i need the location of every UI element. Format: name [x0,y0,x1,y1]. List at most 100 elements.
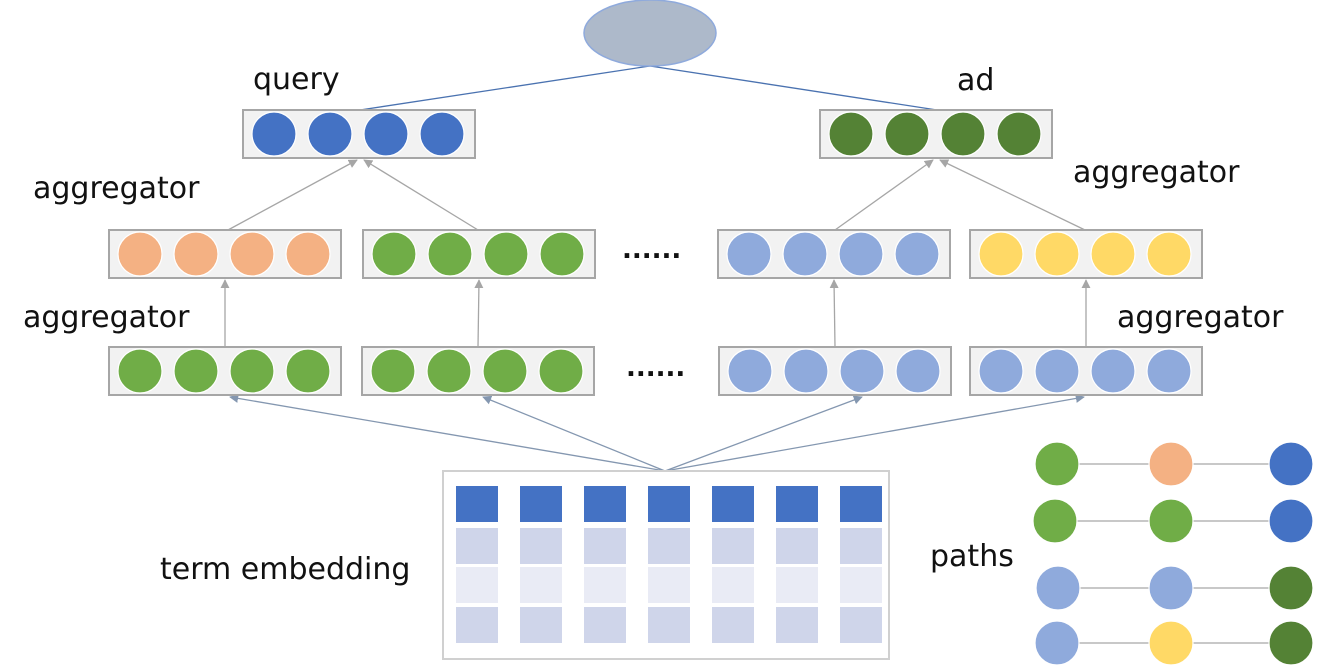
embedding-cell [584,486,626,522]
edge-embed-path3 [664,395,863,472]
ad-vector [819,109,1053,159]
paths-label: paths [930,539,1014,574]
embedding-cell [648,607,690,643]
term-embedding-label: term embedding [160,552,410,587]
edge-output-ad [649,65,938,111]
aggregated-vector-1-unit-4 [285,231,331,277]
path-node [1034,620,1080,666]
aggregated-vector-3-unit-1 [726,231,772,277]
edge-embed-path4 [664,393,1085,472]
path-example-3 [1035,565,1314,611]
aggregated-vector-1-unit-1 [117,231,163,277]
path-vector-4 [969,346,1203,396]
aggregated-vector-3-unit-4 [894,231,940,277]
embedding-cell [648,486,690,522]
path-node [1148,620,1194,666]
edge-agg1-query [227,159,358,231]
path-node [1032,498,1078,544]
ellipsis-upper: ...... [622,235,681,265]
embedding-cell [776,607,818,643]
path-vector-3-unit-3 [839,348,885,394]
path-vector-2 [361,346,595,396]
embedding-cell [776,528,818,564]
path-vector-2-unit-3 [482,348,528,394]
aggregated-vector-1-unit-2 [173,231,219,277]
ad-vector-unit-3 [940,111,986,157]
embedding-cell [584,607,626,643]
path-node [1035,565,1081,611]
aggregator-label-top-right: aggregator [1073,155,1240,190]
embedding-cell [648,567,690,603]
aggregated-vector-2-unit-4 [539,231,585,277]
path-vector-4-unit-1 [978,348,1024,394]
path-node [1268,498,1314,544]
embedding-cell [584,528,626,564]
path-vector-1-unit-2 [173,348,219,394]
path-node [1148,498,1194,544]
path-vector-1-unit-4 [285,348,331,394]
edge-agg2-query [363,159,479,231]
ad-vector-unit-2 [884,111,930,157]
aggregated-vector-4-unit-4 [1146,231,1192,277]
path-vector-3 [718,346,952,396]
embedding-cell [456,486,498,522]
aggregated-vector-3-unit-2 [782,231,828,277]
ad-vector-unit-4 [996,111,1042,157]
path-node [1034,441,1080,487]
path-vector-2-unit-2 [426,348,472,394]
output-node [583,0,717,67]
path-node [1268,565,1314,611]
embedding-cell [456,567,498,603]
embedding-cell [520,528,562,564]
aggregated-vector-1 [108,229,342,279]
path-node [1148,441,1194,487]
path-vector-4-unit-2 [1034,348,1080,394]
aggregated-vector-4-unit-2 [1034,231,1080,277]
embedding-cell [520,607,562,643]
aggregated-vector-2-unit-3 [483,231,529,277]
query-vector [242,109,476,159]
embedding-cell [584,567,626,603]
aggregator-label-top-left: aggregator [33,171,200,206]
aggregated-vector-4-unit-1 [978,231,1024,277]
path-vector-3-unit-1 [727,348,773,394]
embedding-cell [520,486,562,522]
connector-lines [220,65,1091,472]
path-vector-2-unit-1 [370,348,416,394]
path-node [1148,565,1194,611]
query-vector-unit-2 [307,111,353,157]
aggregated-vector-1-unit-3 [229,231,275,277]
aggregator-label-mid-left: aggregator [23,300,190,335]
path-example-2 [1032,498,1314,544]
aggregated-vector-4 [969,229,1203,279]
embedding-cell [456,528,498,564]
path-vector-1 [108,346,342,396]
embedding-cell [776,486,818,522]
query-label: query [253,62,340,97]
edge-path2-agg2 [474,279,484,348]
embedding-cell [712,528,754,564]
ad-label: ad [957,63,994,98]
path-node [1268,620,1314,666]
aggregated-vector-2 [362,229,596,279]
path-vector-2-unit-4 [538,348,584,394]
edge-output-query [359,65,651,111]
path-vector-1-unit-1 [117,348,163,394]
paths-legend [1032,441,1314,666]
edge-agg4-ad [939,159,1086,231]
vector-boxes [108,109,1203,396]
aggregated-vector-4-unit-3 [1090,231,1136,277]
embedding-cell [776,567,818,603]
embedding-cell [456,607,498,643]
path-example-1 [1034,441,1314,487]
path-vector-3-unit-4 [895,348,941,394]
embedding-cell [712,607,754,643]
embedding-cell [712,486,754,522]
ellipsis-lower: ...... [626,353,685,383]
query-vector-unit-1 [251,111,297,157]
edge-embed-path1 [229,393,666,472]
query-vector-unit-4 [419,111,465,157]
embedding-cell [712,567,754,603]
embedding-cell [840,607,882,643]
